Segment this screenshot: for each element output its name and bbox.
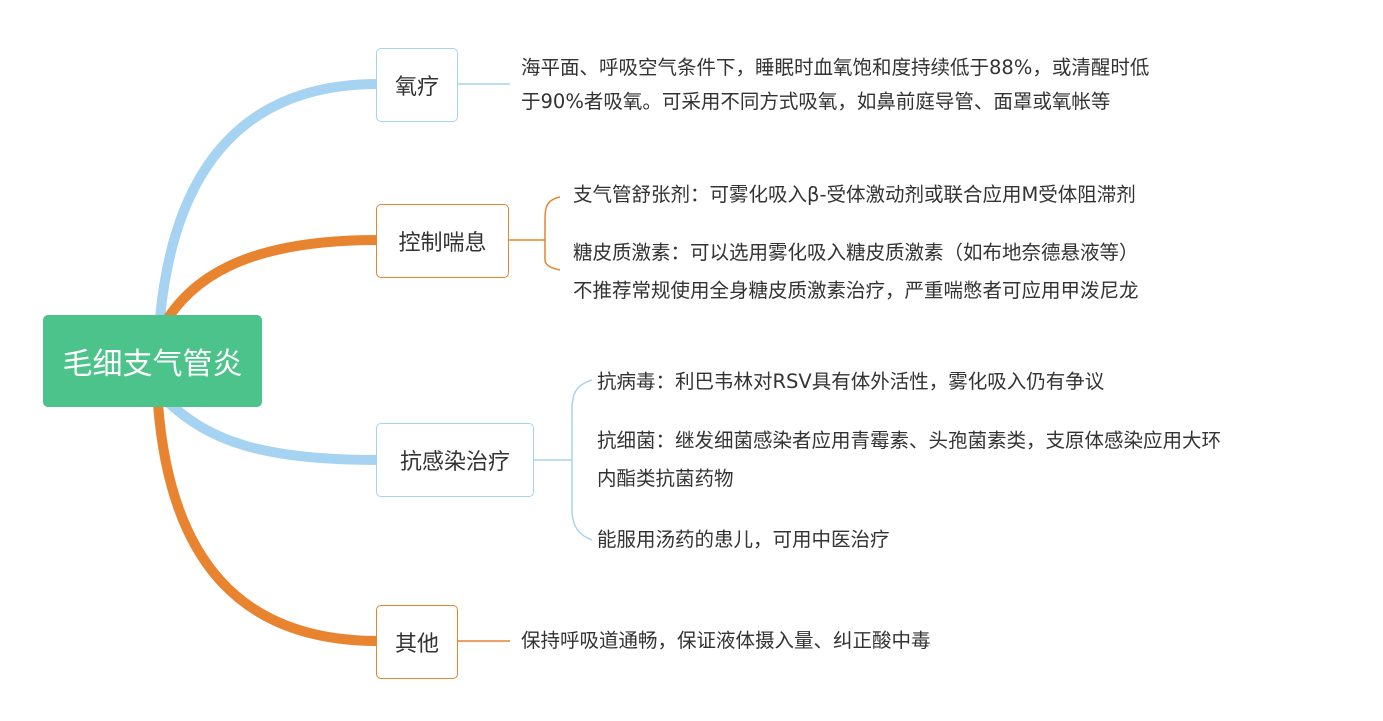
branch-link-oxygen xyxy=(155,79,383,323)
leaf-bronchodilator[interactable]: 支气管舒张剂：可雾化吸入β-受体激动剂或联合应用M受体阻滞剂 xyxy=(573,183,1136,206)
leaf-antibacterial[interactable]: 抗细菌：继发细菌感染者应用青霉素、头孢菌素类，支原体感染应用大环 xyxy=(597,429,1222,452)
leaf-corticosteroid[interactable]: 糖皮质激素：可以选用雾化吸入糖皮质激素（如布地奈德悬液等） xyxy=(573,241,1139,264)
branch-link-wheeze xyxy=(163,235,383,323)
leaf-oxygen-line1[interactable]: 海平面、呼吸空气条件下，睡眠时血氧饱和度持续低于88%，或清醒时低 xyxy=(521,56,1150,79)
leaf-corticosteroid-line2[interactable]: 不推荐常规使用全身糖皮质激素治疗，严重喘憋者可应用甲泼尼龙 xyxy=(573,279,1139,302)
topic-oxygen-therapy[interactable]: 氧疗 xyxy=(376,48,458,122)
leaf-antibacterial-line2[interactable]: 内酯类抗菌药物 xyxy=(597,467,734,490)
branch-link-other xyxy=(153,399,383,646)
topic-control-wheeze[interactable]: 控制喘息 xyxy=(376,204,509,278)
topic-other[interactable]: 其他 xyxy=(376,605,458,679)
brace-wheeze xyxy=(508,196,561,271)
leaf-oxygen-line2[interactable]: 于90%者吸氧。可采用不同方式吸氧，如鼻前庭导管、面罩或氧帐等 xyxy=(521,90,1111,113)
topic-anti-infection[interactable]: 抗感染治疗 xyxy=(376,423,534,497)
branch-link-infection xyxy=(165,399,383,465)
root-topic[interactable]: 毛细支气管炎 xyxy=(43,315,262,407)
leaf-other[interactable]: 保持呼吸道通畅，保证液体摄入量、纠正酸中毒 xyxy=(521,629,931,652)
leaf-antiviral[interactable]: 抗病毒：利巴韦林对RSV具有体外活性，雾化吸入仍有争议 xyxy=(597,370,1105,393)
leaf-tcm[interactable]: 能服用汤药的患儿，可用中医治疗 xyxy=(597,528,890,551)
brace-infection xyxy=(533,379,593,541)
